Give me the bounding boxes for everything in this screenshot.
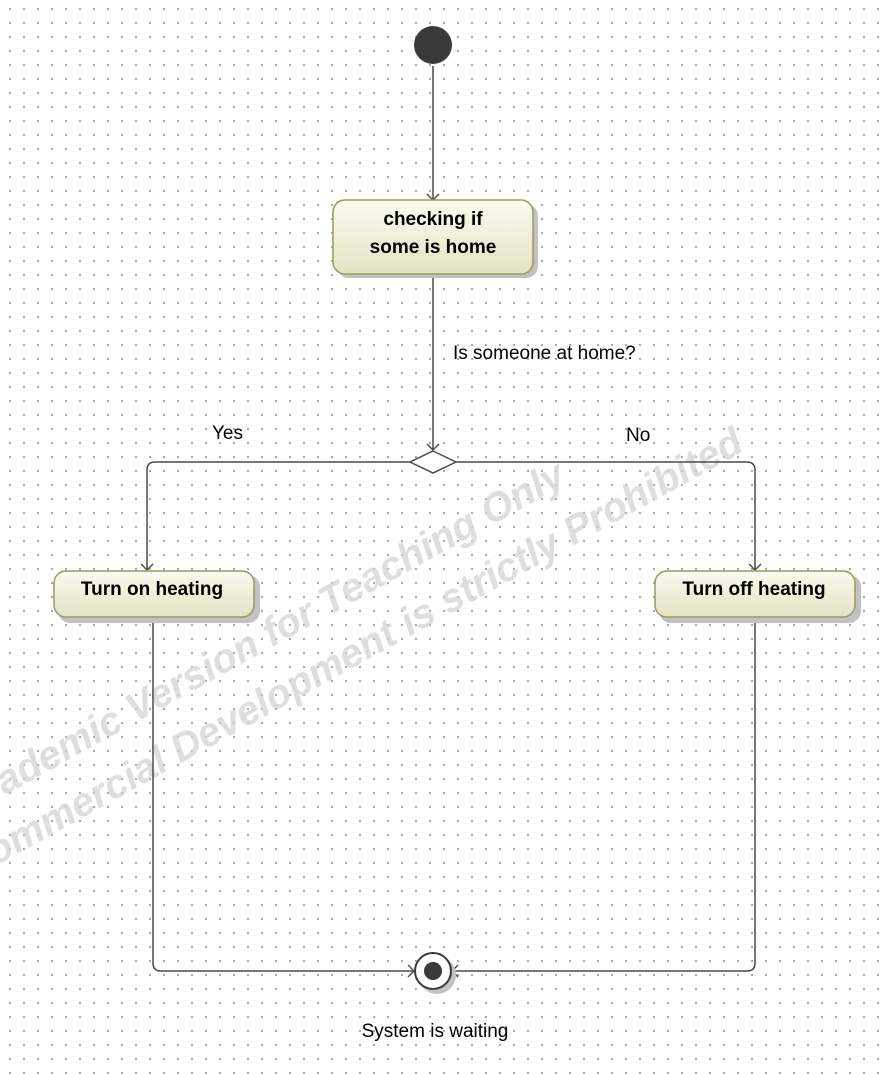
guard-yes-label: Yes (212, 423, 243, 444)
action-label: Turn on heating (81, 579, 223, 600)
flow-decision-yes[interactable] (140, 461, 410, 571)
action-box (654, 570, 856, 618)
action-box (53, 570, 255, 618)
flow-heat-off-to-final[interactable] (451, 618, 756, 978)
initial-node[interactable] (414, 26, 452, 64)
watermark: Academic Version for Teaching Only Comme… (0, 419, 751, 888)
action-label: Turn off heating (682, 579, 825, 600)
action-box (332, 199, 534, 275)
action-turn-on-heating[interactable]: Turn on heating (53, 570, 260, 623)
guard-no-label: No (626, 425, 650, 446)
control-flows (140, 66, 762, 978)
watermark-line-2: Commercial Development is strictly Prohi… (0, 419, 751, 888)
flow-decision-no[interactable] (456, 461, 762, 571)
action-turn-off-heating[interactable]: Turn off heating (654, 570, 861, 623)
decision-question-label: Is someone at home? (453, 343, 636, 364)
final-node-inner (424, 962, 442, 980)
final-node[interactable] (414, 952, 456, 994)
action-label-line-2: some is home (370, 237, 497, 258)
decision-node[interactable] (408, 450, 458, 474)
flow-heat-on-to-final[interactable] (152, 618, 415, 978)
final-node-label: System is waiting (362, 1021, 509, 1042)
watermark-line-1: Academic Version for Teaching Only (0, 452, 574, 829)
action-label-line-1: checking if (383, 209, 483, 230)
action-checking-home[interactable]: checking if some is home (332, 199, 538, 278)
